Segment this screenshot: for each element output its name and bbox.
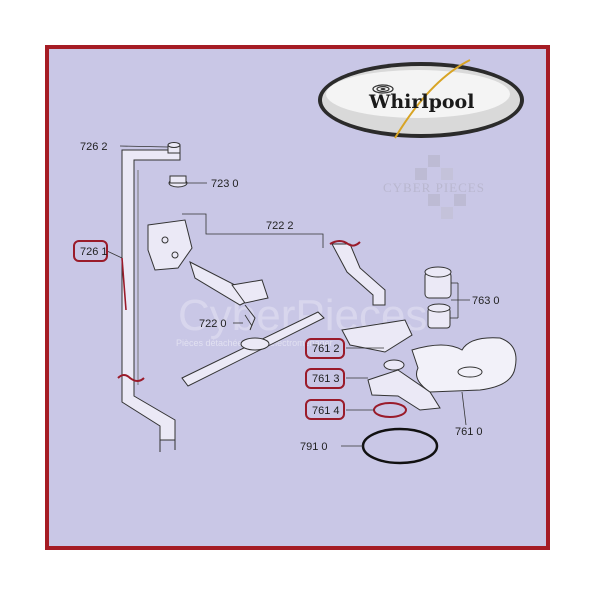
highlight-box-761-2	[305, 338, 345, 359]
filter-cylinders	[424, 266, 452, 329]
label-791-0: 791 0	[300, 441, 328, 453]
supply-tube	[117, 149, 181, 452]
filter-housing	[367, 359, 441, 411]
label-761-3: 761 3	[312, 373, 340, 385]
logo-text: Whirlpool	[368, 91, 474, 113]
spray-arm-housing	[147, 219, 269, 331]
upper-pipe	[329, 240, 386, 306]
flat-filter	[411, 337, 517, 393]
connector-nut	[168, 175, 188, 188]
label-722-0: 722 0	[199, 318, 227, 330]
label-723-0: 723 0	[211, 178, 239, 190]
whirlpool-logo: Whirlpool	[318, 59, 524, 139]
label-761-4: 761 4	[312, 405, 340, 417]
leader-lines	[106, 145, 470, 447]
highlight-box-761-4	[305, 399, 345, 420]
cyber-pieces-watermark: CYBER PIECES	[383, 155, 485, 219]
label-761-0: 761 0	[455, 426, 483, 438]
label-761-2: 761 2	[312, 343, 340, 355]
o-ring-large	[361, 427, 439, 465]
squares-icon	[415, 155, 466, 219]
watermark-brand: CYBER PIECES	[383, 180, 485, 195]
label-722-2: 722 2	[266, 220, 294, 232]
lower-spray-arm	[181, 311, 325, 387]
o-ring-small	[373, 402, 407, 418]
highlight-leader	[121, 257, 127, 311]
swirl-icon	[372, 84, 394, 94]
connector-top	[167, 142, 181, 154]
pump-housing	[341, 319, 413, 353]
highlight-box-761-3	[305, 368, 345, 389]
highlight-box-726-1	[73, 240, 108, 262]
label-726-1: 726 1	[80, 246, 108, 258]
label-763-0: 763 0	[472, 295, 500, 307]
label-726-2: 726 2	[80, 141, 108, 153]
